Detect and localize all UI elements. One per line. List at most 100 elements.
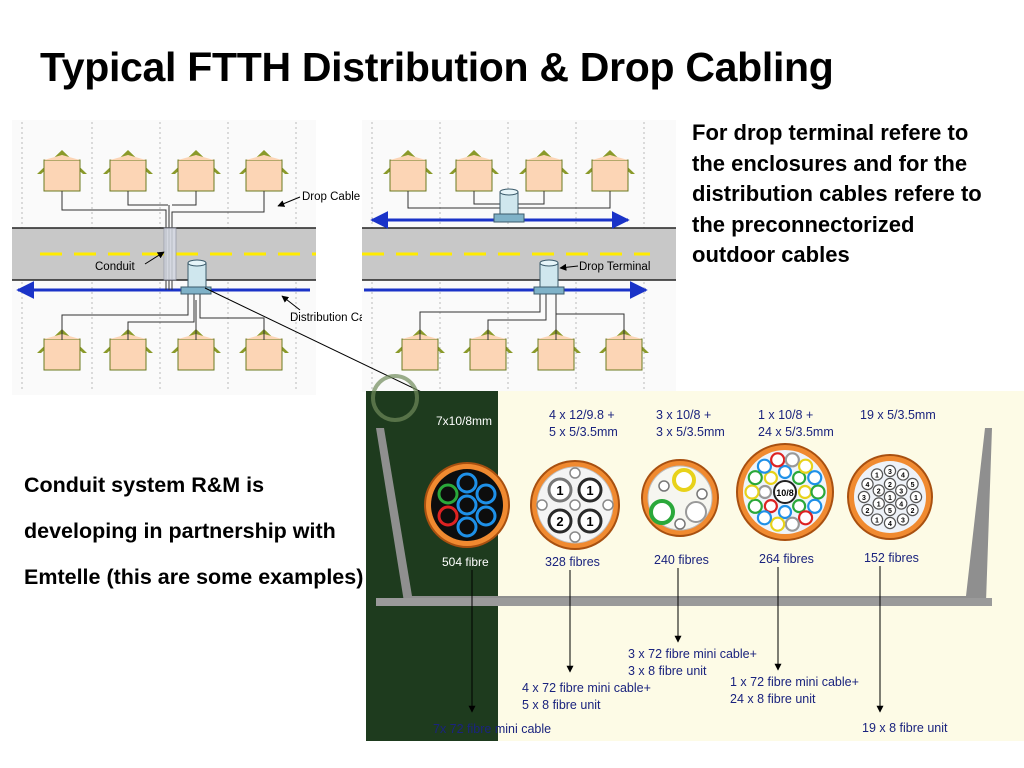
fibre-unit-number: 1 [877, 501, 881, 508]
sub-unit-tube [747, 498, 763, 514]
cable-2-spec-line-1: 4 x 12/9.8 + [549, 408, 615, 422]
sub-unit-tube [757, 484, 773, 500]
fibre-unit-number: 1 [888, 495, 892, 502]
fibre-unit-tube [883, 464, 897, 478]
cable-4-spec-line-1: 1 x 10/8 + [758, 408, 813, 422]
fibre-unit-number: 4 [866, 482, 870, 489]
sub-unit-tube [797, 510, 814, 526]
sub-unit-tube [810, 484, 826, 500]
cable-4-spec-line-2: 24 x 5/3.5mm [758, 425, 834, 439]
sub-unit-tube [792, 499, 807, 514]
fibre-unit-number: 5 [911, 482, 915, 489]
cable-3-spec-line-1: 3 x 10/8 + [656, 408, 711, 422]
fibre-unit-number: 3 [888, 469, 892, 476]
sub-unit-tube [763, 499, 778, 514]
fibre-unit-tube [895, 484, 908, 497]
fibre-unit-number: 2 [877, 488, 881, 495]
cable-504-fibres [424, 462, 510, 548]
sub-unit-tube [797, 458, 814, 474]
sub-unit-tube [777, 464, 793, 480]
duct-number-1: 1 [556, 483, 563, 498]
cable-3-bottom-line-1: 3 x 72 fibre mini cable+ [628, 647, 757, 661]
fibre-unit-tube [896, 468, 910, 481]
duct-number-3: 2 [556, 514, 563, 529]
sub-unit-tube [770, 452, 786, 468]
cable-3-fibres: 240 fibres [654, 553, 709, 567]
fibre-unit-tube [883, 490, 897, 504]
sub-unit-tube [784, 452, 800, 468]
fibre-unit-number: 3 [901, 517, 905, 524]
sub-unit-tube [763, 470, 778, 485]
cable-2-bottom-line-2: 5 x 8 fibre unit [522, 698, 601, 712]
sub-unit-tube [777, 504, 793, 520]
conduit-label: Conduit [95, 261, 135, 273]
fibre-unit-number: 4 [899, 501, 903, 508]
fibre-unit-number: 2 [866, 508, 870, 515]
fibre-unit-tube [883, 503, 897, 517]
fibre-unit-number: 5 [888, 508, 892, 515]
sub-unit-tube [807, 470, 823, 486]
cable-2-spec-line-2: 5 x 5/3.5mm [549, 425, 618, 439]
fibre-unit-number: 4 [901, 472, 905, 479]
fibre-unit-number: 1 [914, 495, 918, 502]
sub-unit-tube [797, 484, 813, 500]
center-unit-label: 10/8 [776, 488, 794, 498]
distribution-cable-label: Distribution Cable [290, 312, 381, 324]
fibre-unit-number: 4 [888, 521, 892, 528]
sub-unit-tube [756, 510, 773, 526]
conduit-system-note: Conduit system R&M is developing in part… [24, 473, 364, 589]
drop-terminal-label: Drop Terminal [579, 261, 650, 273]
drop-terminal-note: For drop terminal refere to the enclosur… [692, 120, 982, 267]
fibre-unit-tube [870, 513, 884, 526]
cable-1-spec: 7x10/8mm [436, 414, 492, 428]
sub-unit-tube [744, 484, 760, 500]
fibre-unit-number: 3 [899, 488, 903, 495]
sub-unit-tube [756, 458, 773, 474]
cable-2-fibres: 328 fibres [545, 555, 600, 569]
cable-4-bottom-line-1: 1 x 72 fibre mini cable+ [730, 675, 859, 689]
cable-5-spec: 19 x 5/3.5mm [860, 408, 936, 422]
right-street-diagram: Drop Terminal [362, 120, 676, 392]
left-street-diagram: Drop Cable Conduit Distribution Cable [12, 120, 381, 395]
cable-5-fibres: 152 fibres [864, 551, 919, 565]
fibre-unit-tube [872, 497, 885, 510]
cable-1-fibres: 504 fibre [442, 555, 489, 569]
fibre-unit-tube [861, 503, 874, 517]
cable-240-fibres [641, 459, 719, 537]
fibre-unit-number: 3 [862, 495, 866, 502]
cable-3-bottom-line-2: 3 x 8 fibre unit [628, 664, 707, 678]
cable-1-bottom: 7x 72 fibre mini cable [433, 722, 551, 736]
sub-unit-tube [770, 516, 786, 532]
fibre-unit-tube [909, 490, 923, 504]
fibre-unit-tube [872, 484, 885, 497]
fibre-unit-tube [896, 513, 910, 526]
fibre-unit-tube [883, 516, 897, 530]
cable-5-bottom: 19 x 8 fibre unit [862, 721, 948, 735]
sub-unit-tube [792, 470, 807, 485]
duct-number-2: 1 [586, 483, 593, 498]
fibre-unit-tube [906, 503, 919, 517]
page-title: Typical FTTH Distribution & Drop Cabling [40, 44, 834, 90]
sub-unit-tube [784, 516, 800, 532]
fibre-unit-tube [870, 468, 884, 481]
cable-264-fibres: 10/8 [736, 443, 834, 541]
sub-unit-tube [747, 470, 763, 486]
sub-unit-tube [807, 498, 823, 514]
fibre-unit-number: 1 [875, 517, 879, 524]
cable-328-fibres: 1 1 2 1 [530, 460, 620, 550]
cable-4-fibres: 264 fibres [759, 552, 814, 566]
cable-3-spec-line-2: 3 x 5/3.5mm [656, 425, 725, 439]
fibre-unit-tube [861, 477, 874, 491]
fibre-unit-number: 1 [875, 472, 879, 479]
drop-cable-label: Drop Cable [302, 191, 360, 203]
fibre-unit-tube [883, 477, 897, 491]
fibre-unit-number: 2 [911, 508, 915, 515]
duct-number-4: 1 [586, 514, 593, 529]
fibre-unit-tube [906, 477, 919, 491]
cable-4-bottom-line-2: 24 x 8 fibre unit [730, 692, 816, 706]
cable-2-bottom-line-1: 4 x 72 fibre mini cable+ [522, 681, 651, 695]
fibre-unit-tube [857, 490, 871, 504]
